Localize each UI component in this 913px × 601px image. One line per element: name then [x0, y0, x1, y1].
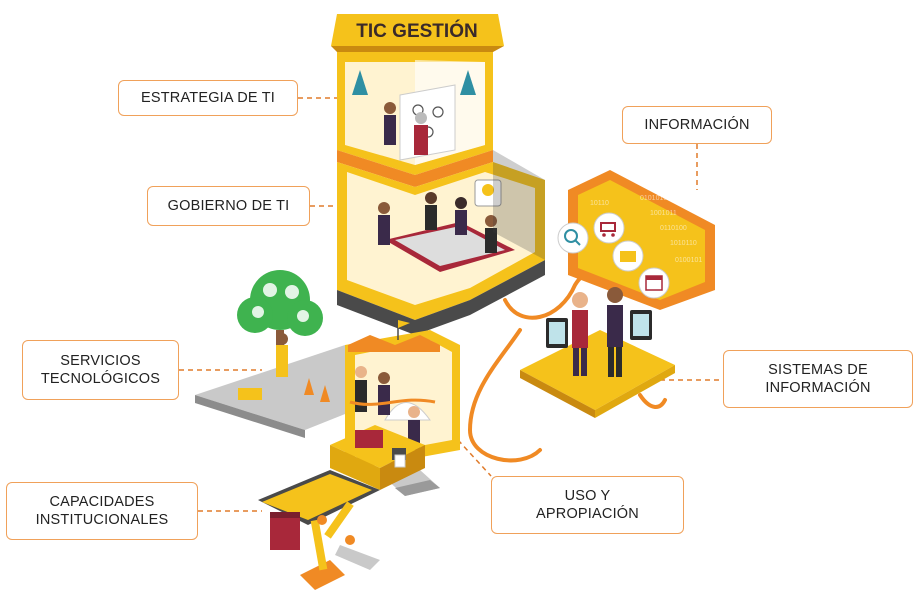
lightbulb-icon — [474, 179, 502, 207]
traffic-cone-icon — [304, 378, 330, 402]
label-informacion: INFORMACIÓN — [622, 106, 772, 144]
label-text: INFORMACIÓN — [644, 117, 750, 133]
label-text-line2: TECNOLÓGICOS — [40, 371, 161, 387]
cable-hub-to-uso — [467, 328, 542, 463]
label-text-line2: INSTITUCIONALES — [35, 512, 169, 528]
label-text: ESTRATEGIA DE TI — [141, 90, 275, 106]
label-estrategia-de-ti: ESTRATEGIA DE TI — [118, 80, 298, 116]
label-text: GOBIERNO DE TI — [167, 198, 290, 214]
svg-text:0110100: 0110100 — [660, 225, 687, 232]
folder-icon — [612, 240, 644, 272]
svg-text:1001011: 1001011 — [650, 210, 677, 217]
connector-uso — [457, 439, 492, 477]
label-text-line1: SERVICIOS — [60, 353, 141, 369]
banner-title: TIC GESTIÓN — [356, 20, 477, 42]
document-icon — [394, 454, 406, 468]
systems-platform — [520, 287, 675, 418]
information-module: 0101010 1001011 0110100 1010110 0100101 101… — [557, 170, 715, 310]
label-text-line1: USO Y — [564, 488, 611, 504]
tree-of-apps-icon — [237, 270, 323, 360]
label-uso-y-apropiacion: USO Y APROPIACIÓN — [491, 476, 684, 534]
svg-text:1010110: 1010110 — [670, 240, 697, 247]
label-capacidades-institucionales: CAPACIDADES INSTITUCIONALES — [6, 482, 198, 540]
main-building — [337, 52, 545, 335]
label-sistemas-de-informacion: SISTEMAS DE INFORMACIÓN — [723, 350, 913, 408]
label-text-line1: CAPACIDADES — [49, 494, 155, 510]
svg-text:10110: 10110 — [590, 200, 609, 207]
cable-sistemas-plug — [638, 393, 667, 409]
label-gobierno-de-ti: GOBIERNO DE TI — [147, 186, 310, 226]
banner: TIC GESTIÓN — [331, 14, 504, 52]
label-text-line2: APROPIACIÓN — [536, 506, 639, 522]
svg-text:0100101: 0100101 — [675, 257, 702, 264]
svg-text:0101010: 0101010 — [640, 195, 667, 202]
label-text-line2: INFORMACIÓN — [765, 380, 871, 396]
capacities-machine — [258, 425, 425, 590]
shopping-cart-icon — [593, 212, 625, 244]
search-icon — [557, 222, 589, 254]
label-text-line1: SISTEMAS DE — [768, 362, 868, 378]
robot-arm-icon — [300, 501, 380, 590]
label-servicios-tecnologicos: SERVICIOS TECNOLÓGICOS — [22, 340, 179, 400]
calendar-icon — [638, 267, 670, 299]
